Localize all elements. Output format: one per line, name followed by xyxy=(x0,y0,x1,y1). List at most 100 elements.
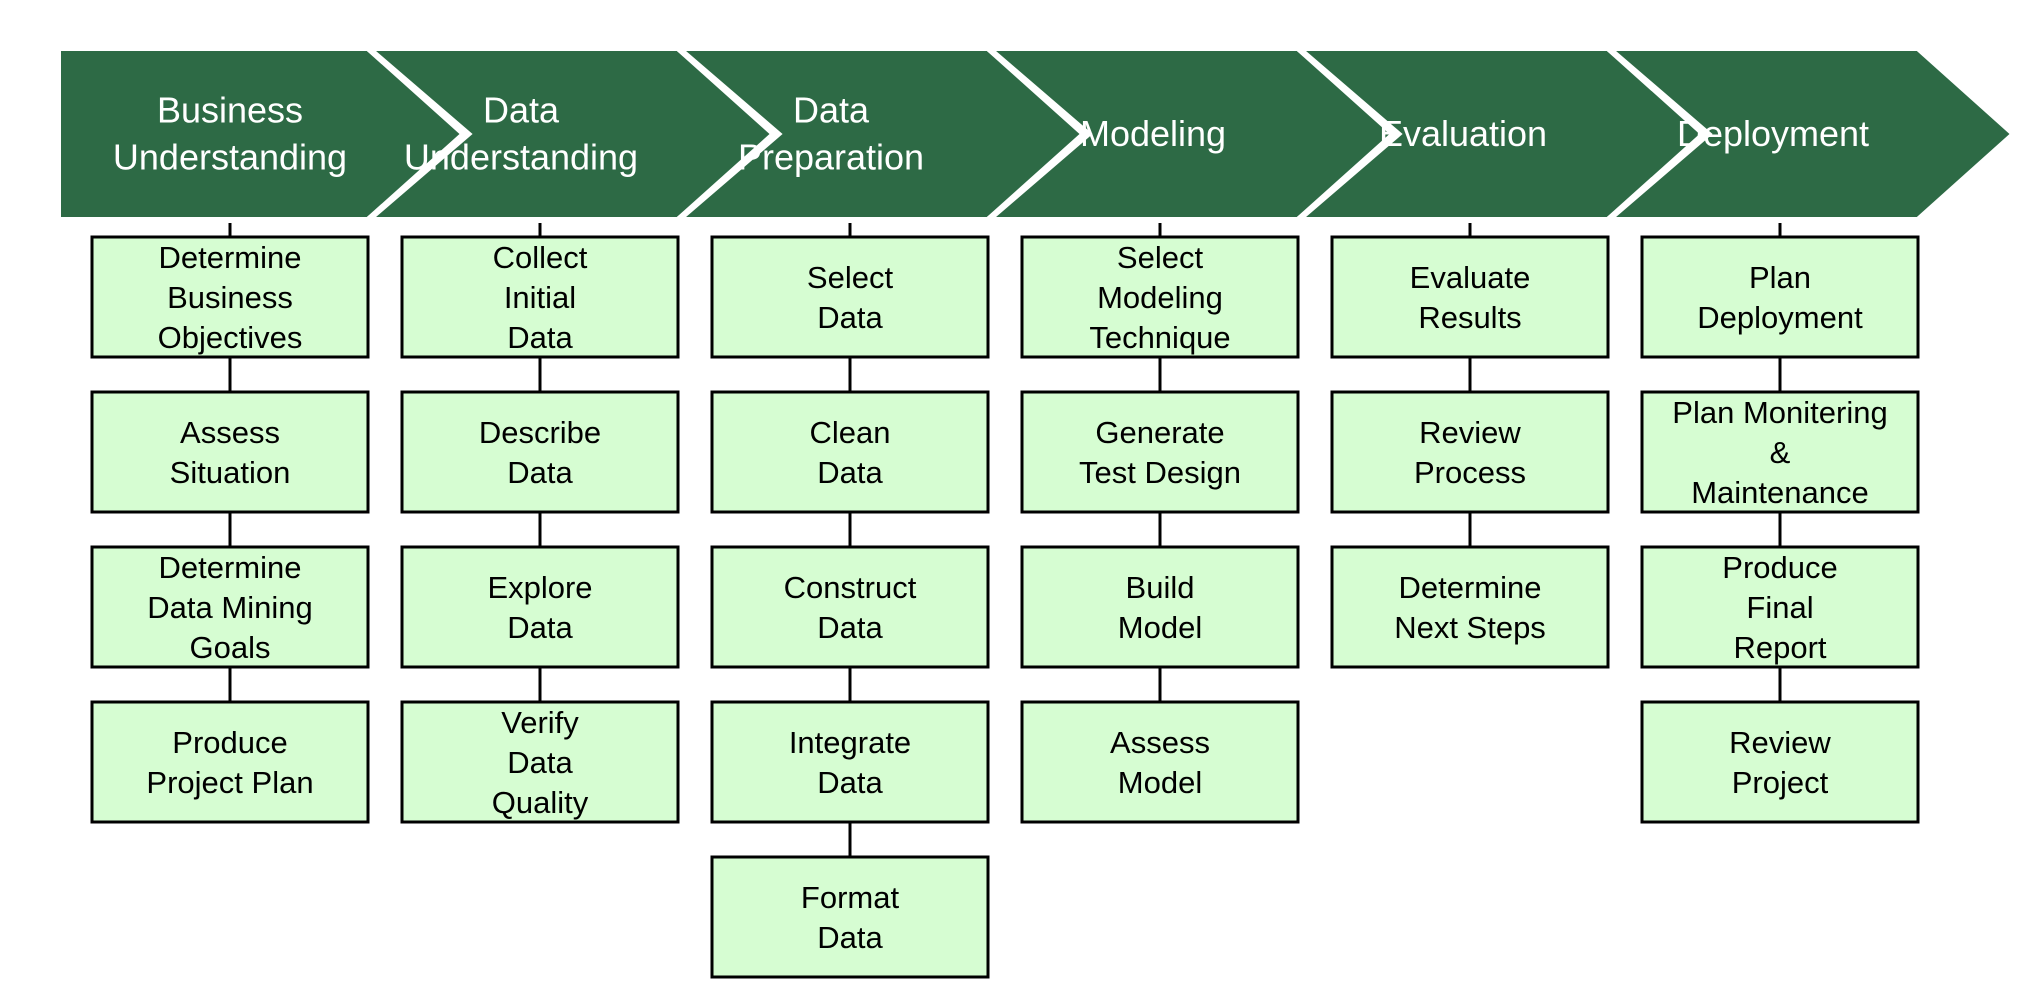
task-box xyxy=(1020,390,1300,514)
task-label-line: Integrate xyxy=(789,725,911,760)
phase-title: Evaluation xyxy=(1379,113,1547,154)
phase-title-line: Data xyxy=(793,90,870,131)
task-label-line: Project xyxy=(1732,765,1829,800)
task-label-line: Collect xyxy=(493,240,588,275)
task-label-line: Assess xyxy=(180,415,280,450)
task-box xyxy=(90,700,370,824)
task-box xyxy=(710,545,990,669)
task-label-line: Goals xyxy=(190,630,271,665)
task-label-line: Business xyxy=(167,280,293,315)
task-label-line: Project Plan xyxy=(146,765,313,800)
task-label-line: Plan Monitering xyxy=(1672,395,1887,430)
task-label-line: Determine xyxy=(1399,570,1542,605)
task-label-line: Data xyxy=(817,455,883,490)
task-box xyxy=(400,545,680,669)
task-box xyxy=(1330,545,1610,669)
phase-title-line: Understanding xyxy=(404,137,638,178)
task-label-line: Determine xyxy=(159,550,302,585)
task-box xyxy=(1640,700,1920,824)
task-label-line: Model xyxy=(1118,765,1202,800)
task-label-line: Initial xyxy=(504,280,576,315)
task-box xyxy=(90,545,370,669)
phase-deployment: Deployment xyxy=(1599,45,2019,223)
task-label-line: Format xyxy=(801,880,900,915)
task-box xyxy=(400,235,680,359)
task-label-line: Evaluate xyxy=(1410,260,1531,295)
task-label-line: Data xyxy=(817,300,883,335)
task-box xyxy=(1020,700,1300,824)
phase-modeling: Modeling xyxy=(979,45,1399,223)
task-label-line: Verify xyxy=(501,705,579,740)
task-label-line: Results xyxy=(1418,300,1521,335)
task-label-line: Generate xyxy=(1095,415,1224,450)
task-label: Plan Monitering&Maintenance xyxy=(1672,395,1887,510)
task-box xyxy=(710,390,990,514)
task-box xyxy=(1330,235,1610,359)
task-label-line: Select xyxy=(807,260,894,295)
task-label-line: Model xyxy=(1118,610,1202,645)
task-label-line: Explore xyxy=(487,570,592,605)
task-box xyxy=(400,700,680,824)
task-label-line: Process xyxy=(1414,455,1526,490)
task-label-line: Select xyxy=(1117,240,1204,275)
task-box xyxy=(1020,545,1300,669)
task-label-line: Build xyxy=(1126,570,1195,605)
phase-title-line: Business xyxy=(157,90,303,131)
task-label-line: Situation xyxy=(170,455,291,490)
task-box xyxy=(1640,545,1920,669)
task-label-line: Test Design xyxy=(1079,455,1241,490)
task-label-line: Data xyxy=(817,920,883,955)
task-label-line: Quality xyxy=(492,785,589,820)
task-plan-monitering-maintenance: Plan Monitering&Maintenance xyxy=(1640,390,1920,514)
phase-title-line: Modeling xyxy=(1080,113,1226,154)
task-label-line: Produce xyxy=(1722,550,1837,585)
task-label-line: Data xyxy=(507,745,573,780)
task-label-line: Clean xyxy=(810,415,891,450)
task-label-line: Data xyxy=(817,765,883,800)
phase-title-line: Evaluation xyxy=(1379,113,1547,154)
task-label-line: Final xyxy=(1746,590,1813,625)
task-label-line: Determine xyxy=(159,240,302,275)
task-label-line: Plan xyxy=(1749,260,1811,295)
